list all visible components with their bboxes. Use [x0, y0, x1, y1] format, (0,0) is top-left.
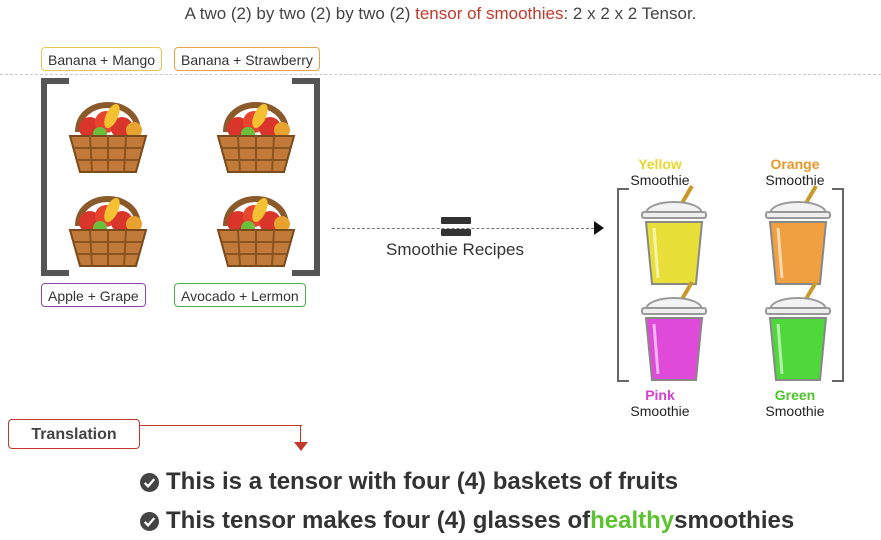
healthy-highlight: healthy — [590, 507, 675, 534]
fruit-basket-icon — [68, 196, 148, 267]
right-bracket-baskets — [292, 78, 320, 276]
tag-banana-strawberry: Banana + Strawberry — [174, 47, 320, 71]
top-divider — [0, 74, 881, 75]
translation-label: Translation — [8, 419, 140, 449]
equals-sign-icon — [441, 217, 471, 239]
left-bracket-smoothies — [617, 188, 629, 382]
smoothie-recipes-label: Smoothie Recipes — [386, 240, 524, 259]
bullet-item: This tensor makes four (4) glasses of he… — [140, 507, 794, 535]
check-circle-icon — [140, 472, 159, 492]
smoothie-label-pink: Pink Smoothie — [630, 387, 690, 419]
fruit-basket-icon — [68, 102, 148, 173]
smoothie-label-green: Green Smoothie — [765, 387, 825, 419]
arrow-head-icon — [594, 221, 604, 235]
arrow-line — [332, 228, 594, 229]
arrow-down-icon — [294, 442, 308, 451]
bullet-item: This is a tensor with four (4) baskets o… — [140, 468, 678, 496]
page-title: A two (2) by two (2) by two (2) tensor o… — [184, 4, 697, 23]
smoothie-cup-icon — [765, 280, 831, 381]
check-circle-icon — [140, 511, 159, 531]
fruit-basket-icon — [216, 102, 296, 173]
tag-apple-grape: Apple + Grape — [41, 283, 146, 307]
smoothie-cup-icon — [641, 280, 707, 381]
smoothie-cup-icon — [641, 184, 707, 285]
smoothie-label-orange: Orange Smoothie — [765, 156, 825, 188]
fruit-basket-icon — [216, 196, 296, 267]
translation-connector — [140, 425, 302, 426]
tag-avocado-lemon: Avocado + Lermon — [174, 283, 306, 307]
right-bracket-smoothies — [832, 188, 844, 382]
left-bracket-baskets — [41, 78, 69, 276]
smoothie-cup-icon — [765, 184, 831, 285]
tag-banana-mango: Banana + Mango — [41, 47, 163, 71]
smoothie-label-yellow: Yellow Smoothie — [630, 156, 690, 188]
translation-connector — [300, 425, 301, 442]
title-highlight: tensor of smoothies — [415, 4, 564, 23]
